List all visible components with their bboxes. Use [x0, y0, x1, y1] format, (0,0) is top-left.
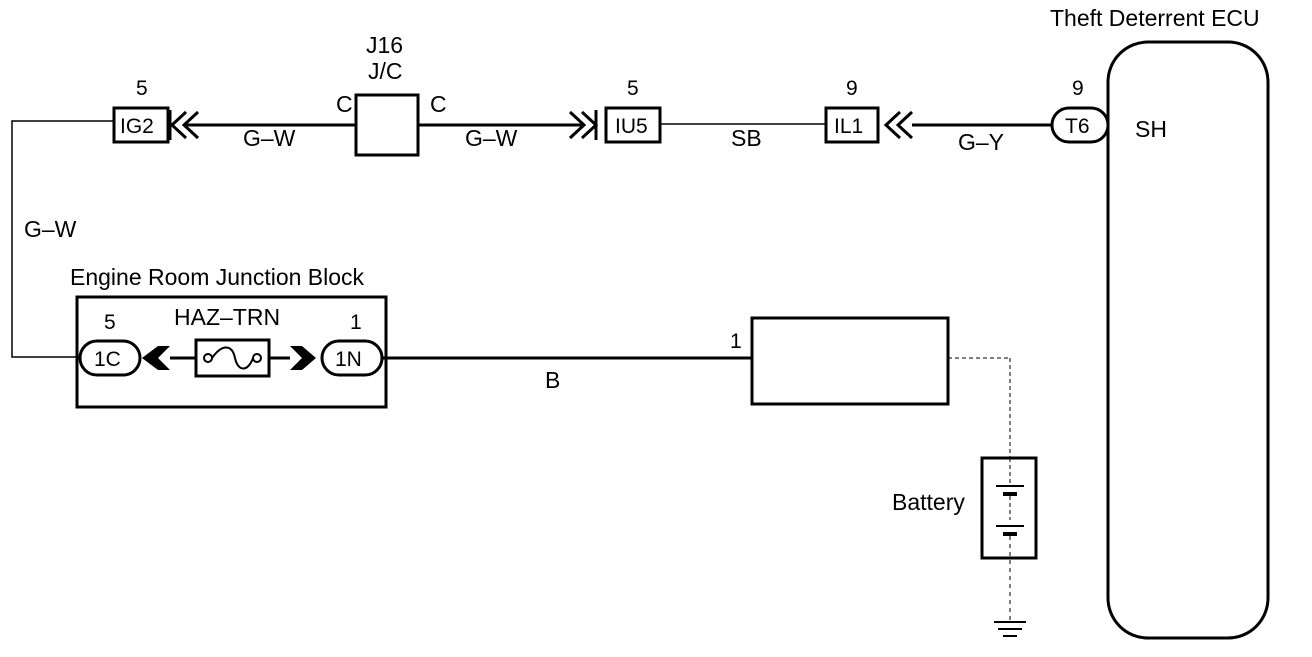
- fusible-link-pin: 1: [730, 330, 742, 353]
- wire-g-y-label: G–Y: [958, 129, 1004, 155]
- connector-1n-label: 1N: [335, 348, 362, 371]
- battery: Battery: [892, 456, 1038, 620]
- wire-b-label: B: [545, 367, 560, 393]
- junction-block-right-pin: 1: [350, 311, 362, 334]
- wire-g-w-right: G–W: [418, 123, 584, 151]
- connector-iu5-label: IU5: [615, 115, 648, 138]
- wire-g-w-left-label: G–W: [243, 125, 296, 151]
- junction-block-left-pin: 5: [104, 311, 116, 334]
- ground-icon: [994, 621, 1026, 637]
- junction-block-title: Engine Room Junction Block: [70, 264, 365, 290]
- engine-room-junction-block: Engine Room Junction Block 5 1 HAZ–TRN 1…: [70, 264, 388, 409]
- wire-g-w-vertical: G–W: [11, 120, 114, 358]
- wire-sb-label: SB: [731, 125, 762, 151]
- ecu-title: Theft Deterrent ECU: [1050, 5, 1260, 31]
- connector-t6: 9 T6: [1050, 77, 1110, 144]
- jc-right-pin: C: [430, 91, 447, 117]
- connector-t6-label: T6: [1065, 115, 1090, 138]
- connector-iu5: 5 IU5: [568, 77, 662, 144]
- wire-sb: SB: [660, 123, 826, 151]
- connector-t6-pin: 9: [1072, 77, 1084, 100]
- junction-connector-j16: J16 J/C C C: [336, 32, 447, 157]
- connector-ig2: 5 IG2: [112, 77, 200, 144]
- wire-b: B: [382, 356, 752, 393]
- connector-1c-label: 1C: [94, 348, 121, 371]
- jc-left-pin: C: [336, 91, 353, 117]
- connector-ig2-pin: 5: [136, 77, 148, 100]
- jc-type: J/C: [368, 58, 403, 84]
- battery-label: Battery: [892, 489, 965, 515]
- connector-il1-pin: 9: [846, 77, 858, 100]
- wire-g-w-vertical-label: G–W: [24, 216, 77, 242]
- ecu-terminal-label: SH: [1135, 116, 1167, 142]
- fusible-link-box: 1: [730, 316, 1011, 458]
- wire-g-w-right-label: G–W: [465, 125, 518, 151]
- connector-il1: 9 IL1: [824, 77, 914, 144]
- jc-id: J16: [366, 32, 403, 58]
- connector-iu5-pin: 5: [627, 77, 639, 100]
- connector-il1-label: IL1: [834, 115, 863, 138]
- ecu-block: Theft Deterrent ECU SH: [1050, 5, 1270, 640]
- connector-ig2-label: IG2: [120, 115, 154, 138]
- fuse-label: HAZ–TRN: [174, 304, 280, 330]
- wire-g-y: G–Y: [912, 123, 1052, 155]
- wire-g-w-left: G–W: [186, 123, 356, 151]
